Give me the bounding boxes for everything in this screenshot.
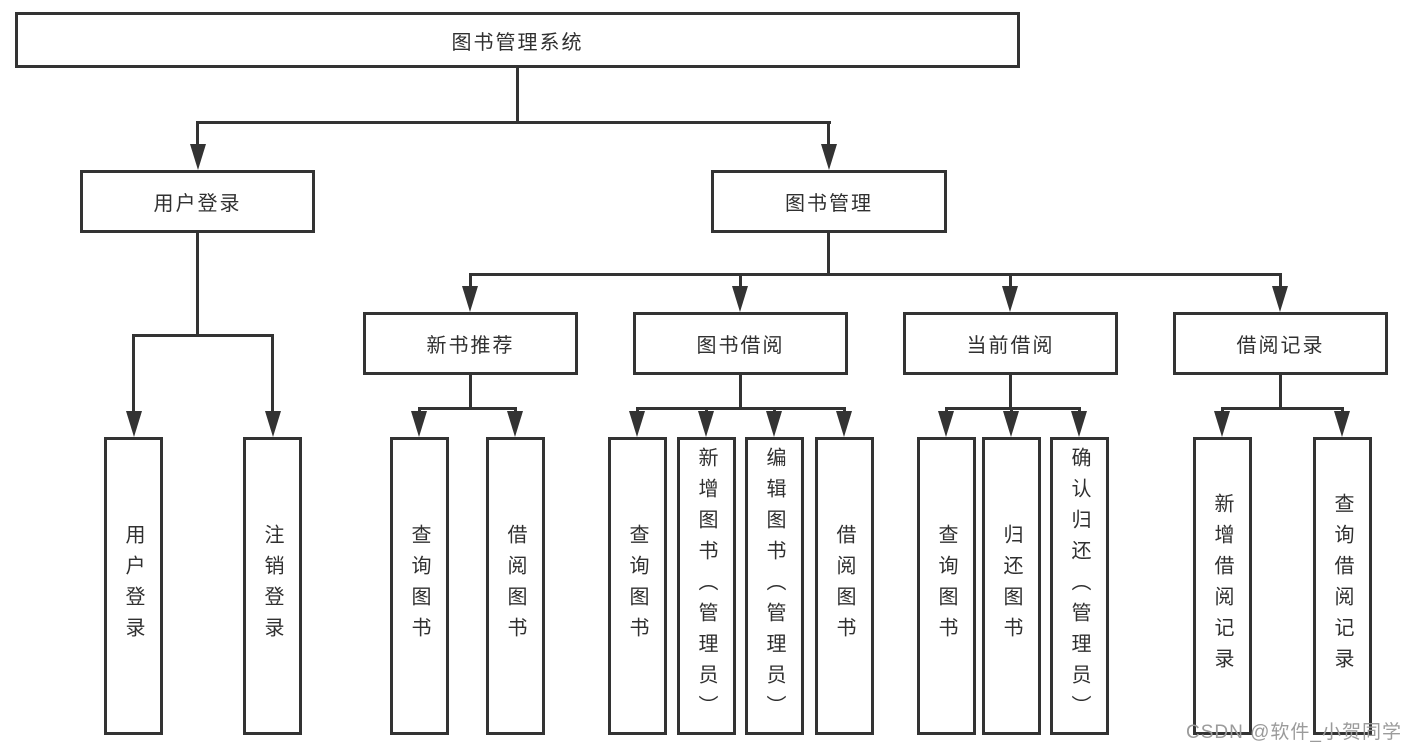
connector-rail bbox=[132, 334, 274, 337]
connector-stem bbox=[196, 121, 199, 147]
node-logout-leaf: 注销登录 bbox=[243, 437, 302, 735]
connector-rail bbox=[945, 407, 1081, 410]
node-query-borrow-record: 查询借阅记录 bbox=[1313, 437, 1372, 735]
arrow-down-icon bbox=[732, 286, 748, 312]
connector-root-trunk bbox=[516, 68, 519, 124]
node-query-books-current: 查询图书 bbox=[917, 437, 976, 735]
node-return-books: 归还图书 bbox=[982, 437, 1041, 735]
connector-trunk bbox=[1279, 375, 1282, 410]
node-confirm-return-admin: 确认归还（管理员） bbox=[1050, 437, 1109, 735]
arrow-down-icon bbox=[1214, 411, 1230, 437]
arrow-down-icon bbox=[938, 411, 954, 437]
node-book-management-branch: 图书管理 bbox=[711, 170, 947, 233]
connector-rail bbox=[418, 407, 517, 410]
connector-rail bbox=[636, 407, 846, 410]
node-library-management-system: 图书管理系统 bbox=[15, 12, 1020, 68]
arrow-down-icon bbox=[1003, 411, 1019, 437]
arrow-down-icon bbox=[821, 144, 837, 170]
arrow-down-icon bbox=[1071, 411, 1087, 437]
node-current-borrowing: 当前借阅 bbox=[903, 312, 1118, 375]
node-user-login-leaf: 用户登录 bbox=[104, 437, 163, 735]
connector-stem bbox=[827, 121, 830, 147]
connector-stem bbox=[1009, 273, 1012, 289]
arrow-down-icon bbox=[629, 411, 645, 437]
node-new-book-recommendation: 新书推荐 bbox=[363, 312, 578, 375]
connector-trunk bbox=[827, 233, 830, 276]
connector-rail bbox=[1221, 407, 1344, 410]
arrow-down-icon bbox=[766, 411, 782, 437]
connector-trunk bbox=[739, 375, 742, 410]
connector-stem bbox=[1279, 273, 1282, 289]
connector-stem bbox=[132, 334, 135, 413]
arrow-down-icon bbox=[1002, 286, 1018, 312]
arrow-down-icon bbox=[126, 411, 142, 437]
connector-stem bbox=[739, 273, 742, 289]
node-borrow-books-recommend: 借阅图书 bbox=[486, 437, 545, 735]
node-edit-books-admin: 编辑图书（管理员） bbox=[745, 437, 804, 735]
connector-stem bbox=[271, 334, 274, 413]
connector-level1-rail bbox=[196, 121, 831, 124]
connector-trunk bbox=[196, 233, 199, 336]
arrow-down-icon bbox=[1272, 286, 1288, 312]
connector-trunk bbox=[469, 375, 472, 410]
node-borrowing-records: 借阅记录 bbox=[1173, 312, 1388, 375]
connector-trunk bbox=[1009, 375, 1012, 410]
arrow-down-icon bbox=[698, 411, 714, 437]
arrow-down-icon bbox=[411, 411, 427, 437]
csdn-watermark: CSDN @软件_小贺同学 bbox=[1186, 722, 1402, 743]
node-book-borrowing: 图书借阅 bbox=[633, 312, 848, 375]
arrow-down-icon bbox=[190, 144, 206, 170]
node-query-books-recommend: 查询图书 bbox=[390, 437, 449, 735]
connector-rail bbox=[469, 273, 1282, 276]
node-user-login-branch: 用户登录 bbox=[80, 170, 315, 233]
arrow-down-icon bbox=[462, 286, 478, 312]
node-add-books-admin: 新增图书（管理员） bbox=[677, 437, 736, 735]
node-borrow-books-borrowing: 借阅图书 bbox=[815, 437, 874, 735]
arrow-down-icon bbox=[836, 411, 852, 437]
node-query-books-borrowing: 查询图书 bbox=[608, 437, 667, 735]
node-add-borrow-record: 新增借阅记录 bbox=[1193, 437, 1252, 735]
arrow-down-icon bbox=[1334, 411, 1350, 437]
arrow-down-icon bbox=[507, 411, 523, 437]
connector-stem bbox=[469, 273, 472, 289]
arrow-down-icon bbox=[265, 411, 281, 437]
